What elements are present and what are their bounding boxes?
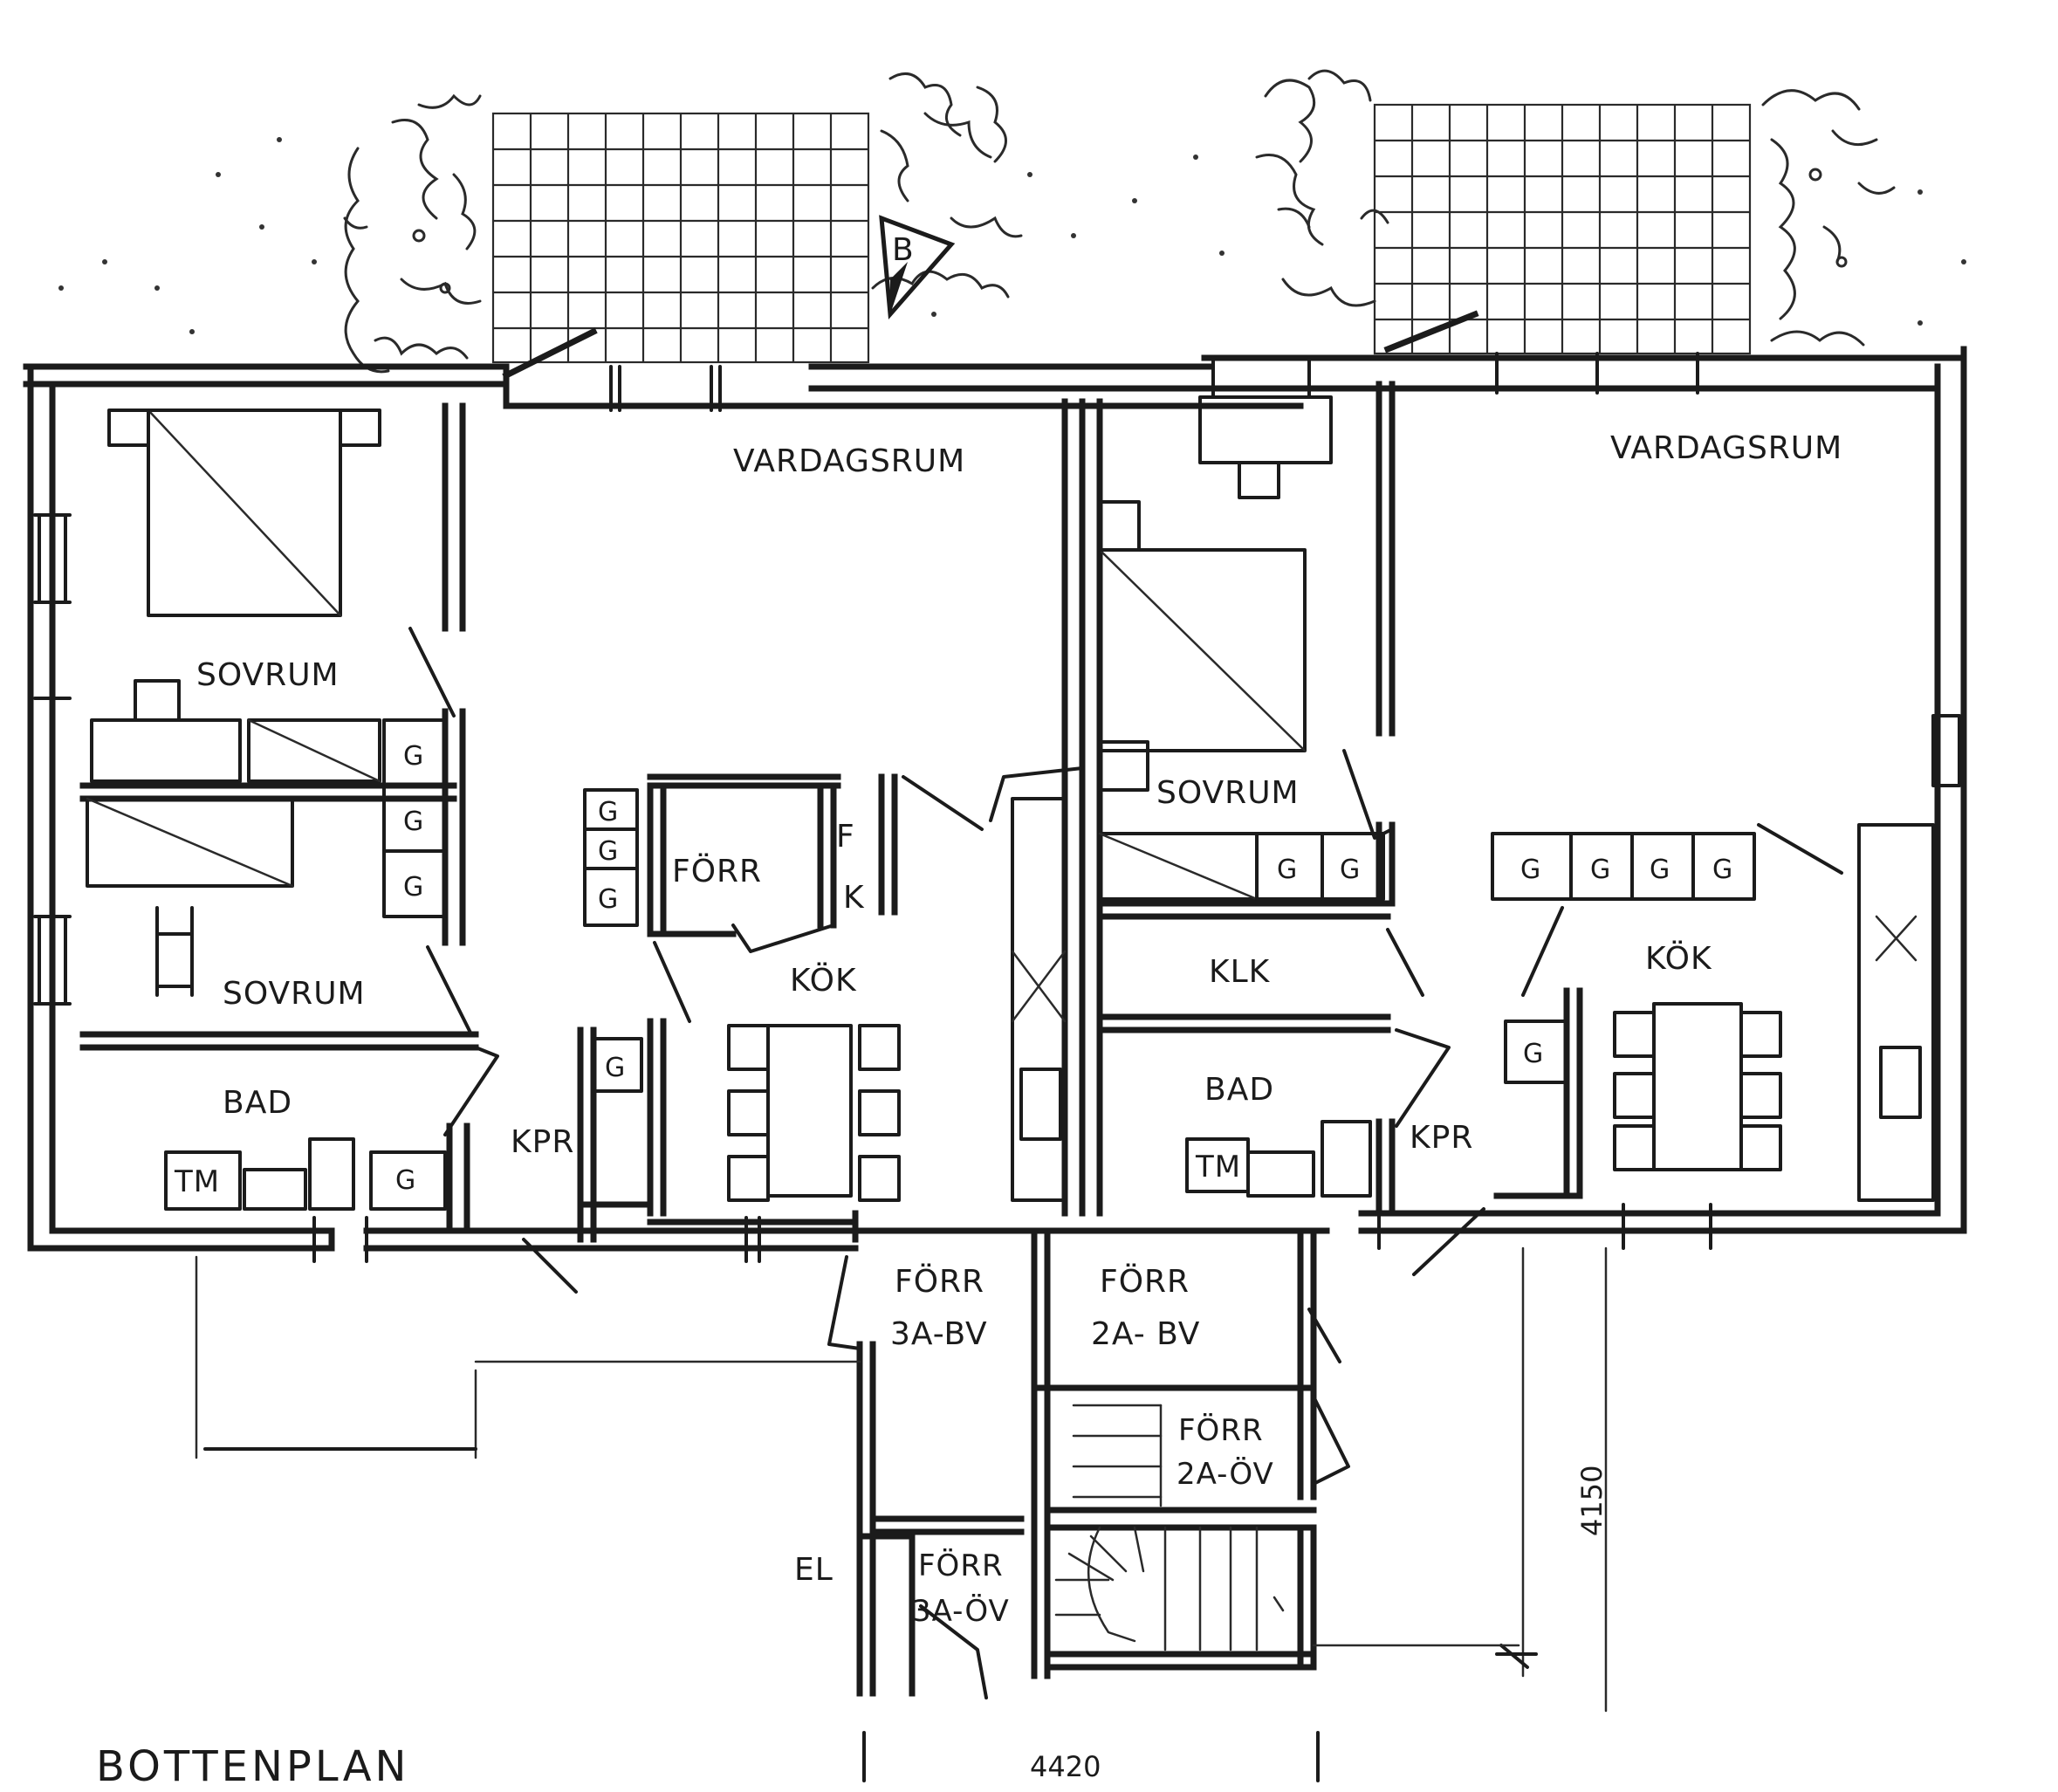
room-label-kitchen-right: KÖK xyxy=(1645,940,1712,977)
wardrobes-left-kitchen: G G G G xyxy=(583,788,643,1093)
storage-2a-bv-line1: FÖRR xyxy=(1100,1263,1190,1300)
wardrobes-left-bedroom: G G G xyxy=(382,718,447,918)
room-label-bedroom-right: SOVRUM xyxy=(1156,775,1300,811)
room-label-kitchen-left: KÖK xyxy=(790,962,857,999)
storage-3a-bv-line1: FÖRR xyxy=(895,1263,984,1300)
storage-2a-ov-line2: 2A-ÖV xyxy=(1176,1456,1274,1492)
wardrobe-mark: G xyxy=(403,807,424,837)
room-label-storage-k: K xyxy=(843,880,865,916)
bed-left-lower xyxy=(86,797,294,997)
bath-fixtures-left: G TM xyxy=(164,1137,447,1211)
stairwell-walls xyxy=(827,1210,1350,1699)
room-labels-left: VARDAGSRUM SOVRUM FÖRR F K SOVRUM KÖK BA… xyxy=(196,443,965,1160)
wardrobes-right-bedroom: G G xyxy=(1255,832,1385,901)
dimension-width: 4420 xyxy=(1030,1750,1101,1783)
stairs xyxy=(1054,1404,1285,1651)
wardrobe-mark: G xyxy=(598,797,619,827)
room-label-living-left: VARDAGSRUM xyxy=(733,443,965,479)
room-label-storage-left: FÖRR xyxy=(672,853,762,889)
desk-right xyxy=(1098,740,1259,901)
room-labels-stairwell: FÖRR 3A-BV FÖRR 2A- BV FÖRR 2A-ÖV FÖRR 3… xyxy=(794,1263,1274,1629)
room-label-bath-left: BAD xyxy=(223,1085,292,1121)
storage-2a-ov-line1: FÖRR xyxy=(1178,1412,1264,1448)
left-unit-walls xyxy=(79,398,1086,1294)
storage-3a-ov-line2: 3A-ÖV xyxy=(912,1593,1010,1629)
shrubbery-left xyxy=(343,93,482,374)
wardrobe-mark: G xyxy=(598,884,619,915)
ground-dots xyxy=(58,137,1966,334)
wardrobe-mark: G xyxy=(1340,855,1361,885)
bed-left-upper xyxy=(107,409,381,617)
wardrobe-mark: G xyxy=(1590,855,1611,885)
washer-label-left: TM xyxy=(174,1164,220,1199)
room-labels-right: VARDAGSRUM SOVRUM KLK KÖK BAD KPR xyxy=(1156,430,1842,1156)
kitchen-fixtures-left xyxy=(727,797,1067,1202)
patio-right xyxy=(1373,103,1752,355)
kitchen-fixtures-right xyxy=(1613,823,1935,1202)
exterior-walls xyxy=(23,310,1967,1263)
wardrobe-mark: G xyxy=(1277,855,1298,885)
storage-3a-ov-line1: FÖRR xyxy=(918,1548,1004,1583)
wardrobe-mark: G xyxy=(403,741,424,772)
wardrobe-mark: G xyxy=(1712,855,1733,885)
drawing-title: BOTTENPLAN xyxy=(96,1742,409,1791)
room-label-storage-f: F xyxy=(836,819,855,855)
storage-2a-bv-line2: 2A- BV xyxy=(1091,1316,1200,1352)
electrical-label: EL xyxy=(794,1552,833,1588)
shrubbery-center-right xyxy=(1255,69,1389,307)
wardrobe-mark: G xyxy=(403,872,424,903)
wardrobe-mark: G xyxy=(605,1053,626,1083)
room-label-closet-right: KLK xyxy=(1209,954,1271,990)
dimension-lines: 4150 4420 xyxy=(195,1246,1609,1783)
bed-right xyxy=(1098,395,1333,752)
room-label-living-right: VARDAGSRUM xyxy=(1610,430,1842,466)
wardrobes-right-kitchen: G G G G G xyxy=(1491,832,1756,1084)
room-label-corridor-left: KPR xyxy=(511,1124,574,1160)
wardrobe-mark: G xyxy=(1523,1039,1544,1069)
compass-icon: B xyxy=(879,215,956,320)
room-label-bath-right: BAD xyxy=(1204,1072,1274,1108)
bath-fixtures-right: TM xyxy=(1185,1120,1372,1198)
room-label-corridor-right: KPR xyxy=(1410,1120,1473,1156)
washer-label-right: TM xyxy=(1195,1150,1241,1184)
storage-3a-bv-line2: 3A-BV xyxy=(890,1316,988,1352)
desk-left-upper xyxy=(90,679,381,783)
wardrobe-mark: G xyxy=(1520,855,1541,885)
shrubbery-right xyxy=(1761,89,1896,347)
wardrobe-mark: G xyxy=(598,836,619,867)
room-label-bedroom-left-upper: SOVRUM xyxy=(196,657,340,693)
dimension-depth: 4150 xyxy=(1575,1466,1609,1536)
wardrobe-mark: G xyxy=(1650,855,1670,885)
patio-left xyxy=(491,112,870,364)
room-label-bedroom-left-lower: SOVRUM xyxy=(223,976,366,1012)
wardrobe-mark: G xyxy=(395,1165,416,1196)
compass-label: B xyxy=(892,232,915,268)
